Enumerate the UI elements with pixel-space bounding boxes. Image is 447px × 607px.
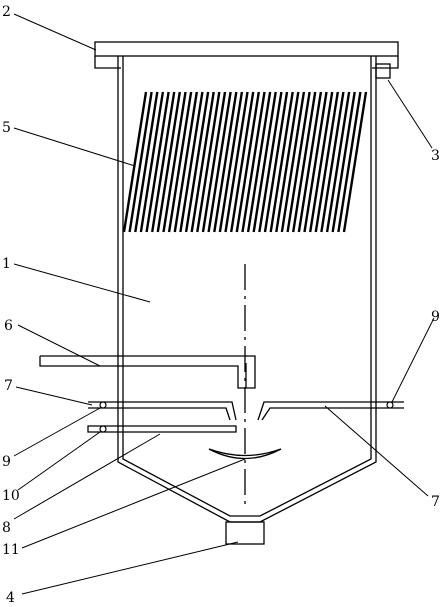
packing-tube	[325, 91, 351, 233]
label-4: 4	[6, 590, 15, 606]
leader-3	[387, 79, 433, 149]
packing-tube	[263, 91, 289, 233]
packing-tube	[201, 91, 227, 233]
packing-tube	[151, 91, 176, 233]
packing-tube	[241, 91, 266, 233]
packing-tube	[184, 91, 210, 233]
label-11: 11	[2, 542, 20, 558]
leader-1	[13, 263, 151, 303]
baffle-right	[257, 401, 404, 421]
packing-tube	[173, 91, 198, 233]
packing-tube	[337, 91, 362, 233]
packing-tube	[252, 91, 277, 233]
packing-tube	[269, 91, 294, 233]
label-9b: 9	[431, 309, 440, 325]
leader-11	[21, 458, 246, 549]
packing-tube	[331, 91, 356, 233]
packing-tube	[156, 91, 181, 233]
leader-7b	[324, 405, 429, 497]
packing-tube	[309, 91, 334, 233]
packing-tube	[139, 91, 165, 233]
leader-7a	[15, 386, 93, 406]
leader-6	[17, 324, 101, 367]
packing-tube	[258, 91, 283, 233]
packing-tube	[275, 91, 300, 233]
inclined-tube-packing	[122, 91, 368, 233]
leader-8	[13, 433, 161, 520]
packing-tube	[122, 91, 148, 233]
leader-2	[13, 13, 97, 51]
lower-plate	[87, 425, 237, 433]
label-2: 2	[2, 4, 11, 20]
packing-tube	[280, 91, 306, 233]
packing-tube	[292, 91, 317, 233]
leader-10	[17, 431, 101, 491]
packing-tube	[213, 91, 238, 233]
valve-left	[99, 401, 107, 409]
packing-tube	[342, 91, 368, 233]
packing-tube	[179, 91, 204, 233]
label-7a: 7	[4, 378, 13, 394]
label-1: 1	[2, 256, 11, 272]
baffle-left	[88, 401, 237, 421]
bottom-outlet	[225, 521, 265, 545]
inlet-pipe	[39, 355, 256, 389]
label-10: 10	[2, 488, 20, 504]
leader-9b	[391, 317, 435, 403]
top-cover	[94, 41, 399, 57]
packing-tube	[297, 91, 323, 233]
packing-tube	[286, 91, 311, 233]
packing-tube	[224, 91, 249, 233]
packing-tube	[162, 91, 187, 233]
bowl-inner	[208, 448, 282, 457]
packing-tube	[134, 91, 159, 233]
packing-tube	[145, 91, 170, 233]
side-port	[375, 63, 391, 79]
label-3: 3	[431, 148, 440, 164]
packing-tube	[167, 91, 193, 233]
packing-tube	[303, 91, 328, 233]
label-9a: 9	[2, 454, 11, 470]
leader-9a	[13, 407, 101, 457]
packing-tube	[218, 91, 244, 233]
packing-tube	[314, 91, 339, 233]
label-8: 8	[2, 520, 11, 536]
right-flange	[372, 56, 399, 69]
packing-tube	[196, 91, 221, 233]
bowl	[208, 448, 282, 460]
leader-5	[13, 127, 136, 167]
left-flange	[94, 56, 121, 69]
packing-tube	[230, 91, 255, 233]
label-7b: 7	[431, 494, 440, 510]
valve-right	[386, 401, 394, 409]
label-5: 5	[2, 120, 11, 136]
packing-tube	[190, 91, 215, 233]
packing-tube	[246, 91, 272, 233]
packing-tube	[235, 91, 260, 233]
packing-tube	[128, 91, 153, 233]
packing-tube	[320, 91, 345, 233]
packing-tube	[207, 91, 232, 233]
leader-4	[21, 541, 239, 595]
valve-lower	[99, 425, 107, 433]
label-6: 6	[4, 318, 13, 334]
tank-inner-wall	[122, 56, 372, 517]
